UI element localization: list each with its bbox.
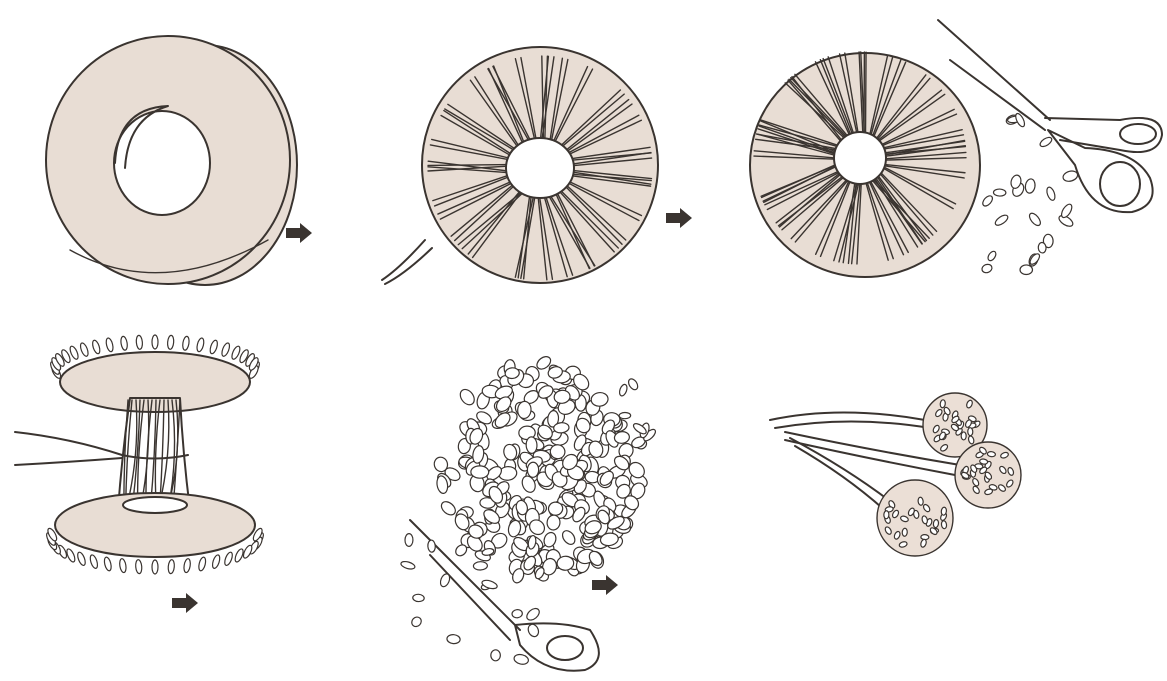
step-1-cardboard-rings: [46, 36, 297, 285]
yarn-snippets: [981, 112, 1079, 274]
step-2-wrap-yarn: [382, 47, 658, 284]
top-cardboard-disc: [60, 352, 250, 412]
yarn-bundle: [124, 400, 180, 508]
arrow-icon: [592, 575, 618, 595]
arrow-icon: [666, 208, 692, 228]
ring-center-hole: [114, 111, 210, 215]
step-3-cut-edges: [750, 52, 980, 277]
ring-center-hole: [834, 132, 886, 184]
arrow-icon: [172, 593, 198, 613]
step-6-finished-pompoms: [770, 393, 1021, 556]
ring-center-hole: [506, 138, 574, 198]
loose-yarn-end: [382, 240, 432, 284]
pompom-string: [770, 413, 930, 429]
step-4-tie-center: [15, 335, 265, 574]
arrow-icon: [286, 223, 312, 243]
